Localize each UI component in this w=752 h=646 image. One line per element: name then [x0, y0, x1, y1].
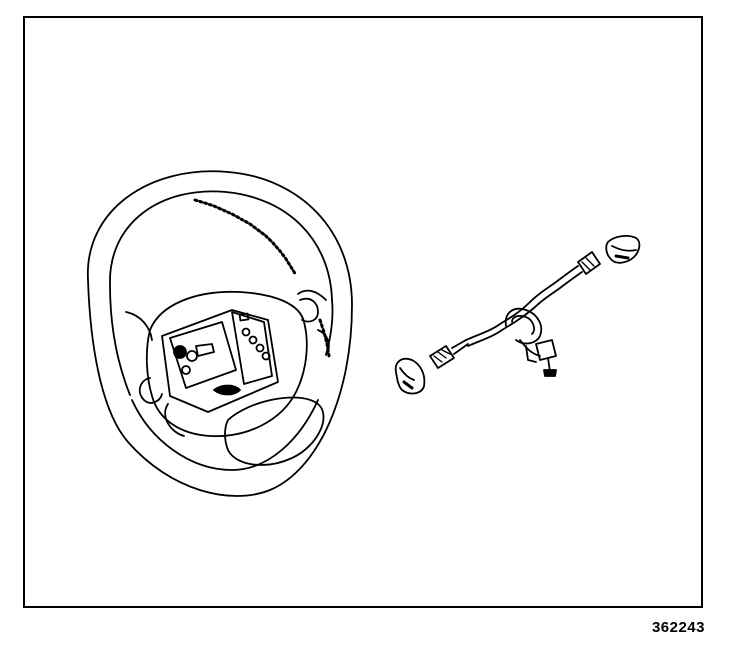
wire-harness-icon [429, 251, 601, 377]
switch-cap-icon [605, 235, 641, 264]
switch-cap-icon [394, 357, 426, 395]
figure-number: 362243 [651, 619, 705, 636]
steering-wheel-icon [87, 170, 353, 497]
figure-frame [23, 16, 703, 608]
